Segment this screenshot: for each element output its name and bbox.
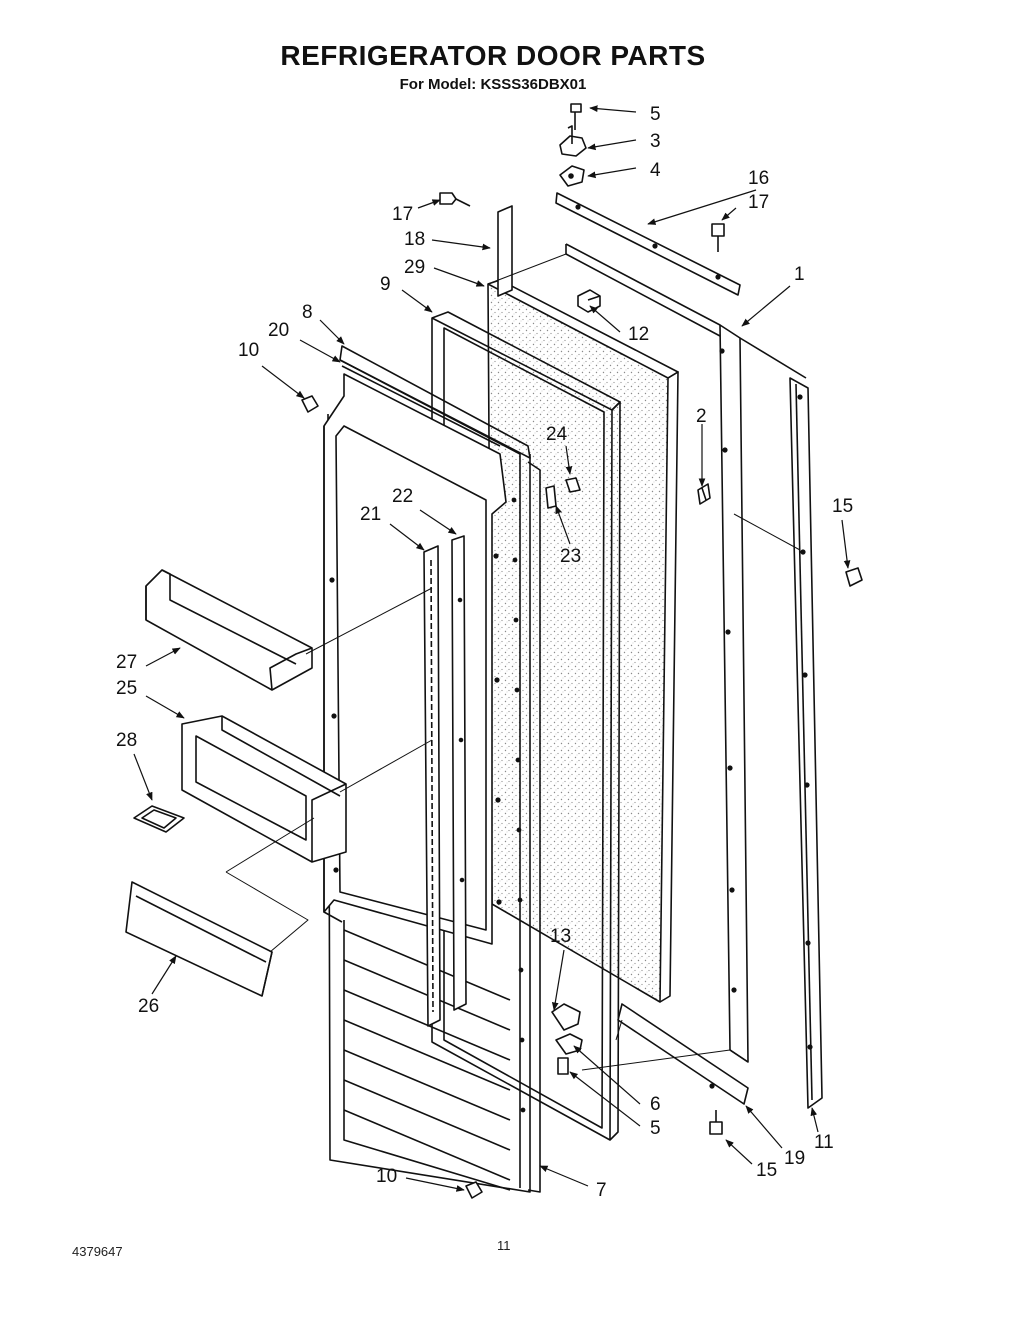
- callout-5-bottom: 5: [650, 1118, 661, 1139]
- bottom-hinge-assembly: [551, 1003, 583, 1075]
- callout-24: 24: [546, 424, 568, 445]
- callout-19: 19: [784, 1148, 805, 1169]
- callout-1: 1: [794, 264, 805, 285]
- callout-10-top: 10: [238, 340, 259, 361]
- callout-8: 8: [302, 302, 313, 323]
- callout-18: 18: [404, 229, 425, 250]
- callout-6: 6: [650, 1094, 661, 1115]
- callout-3: 3: [650, 131, 661, 152]
- callout-20: 20: [268, 320, 289, 341]
- part-18-hinge-strap: [497, 205, 513, 297]
- callout-22: 22: [392, 486, 413, 507]
- part-11-side-trim: [789, 377, 823, 1109]
- callout-labels: 5 3 4 16 17 17 18 29 1 9 8 20 12 10 2 24…: [116, 104, 853, 1201]
- callout-10-bottom: 10: [376, 1166, 397, 1187]
- part-12-cam-bracket: [577, 289, 601, 313]
- part-2-door-stop: [697, 483, 711, 505]
- callout-12: 12: [628, 324, 649, 345]
- callout-7: 7: [596, 1180, 607, 1201]
- callout-29: 29: [404, 257, 425, 278]
- callout-11: 11: [814, 1132, 834, 1153]
- part-21-retainer-strip: [423, 545, 441, 1027]
- part-20-gasket-strip: [339, 345, 531, 459]
- callout-21: 21: [360, 504, 381, 525]
- page-title: REFRIGERATOR DOOR PARTS: [280, 40, 706, 71]
- part-26-trim-panel: [125, 881, 273, 997]
- callout-4: 4: [650, 160, 661, 181]
- part-1-door-rail: [565, 243, 807, 1063]
- callout-16: 16: [748, 168, 769, 189]
- model-subtitle: For Model: KSSS36DBX01: [399, 76, 587, 93]
- callout-17-left: 17: [392, 204, 413, 225]
- top-hinge-assembly: [559, 103, 587, 187]
- part-22-retainer-strip: [451, 535, 467, 1011]
- callout-9: 9: [380, 274, 391, 295]
- callout-23: 23: [560, 546, 581, 567]
- callout-25: 25: [116, 678, 137, 699]
- part-16-top-hinge-bar: [555, 192, 741, 296]
- callout-27: 27: [116, 652, 137, 673]
- callout-17-right: 17: [748, 192, 769, 213]
- part-28-dispenser-pad: [133, 805, 185, 833]
- assembly-guide-lines: [225, 253, 801, 1071]
- callout-15-right: 15: [832, 496, 853, 517]
- callout-2: 2: [696, 406, 707, 427]
- part-25-dispenser-housing: [181, 715, 347, 863]
- page-number: 11: [497, 1238, 511, 1253]
- callout-5-top: 5: [650, 104, 661, 125]
- screws: [301, 192, 863, 1199]
- callout-26: 26: [138, 996, 159, 1017]
- callout-15-bottom: 15: [756, 1160, 777, 1181]
- document-code: 4379647: [72, 1244, 123, 1259]
- callout-13: 13: [550, 926, 571, 947]
- callout-28: 28: [116, 730, 137, 751]
- part-27-door-bin: [145, 569, 313, 691]
- callout-leaders: [133, 105, 851, 1192]
- part-19-bottom-hinge-bar: [617, 1003, 749, 1105]
